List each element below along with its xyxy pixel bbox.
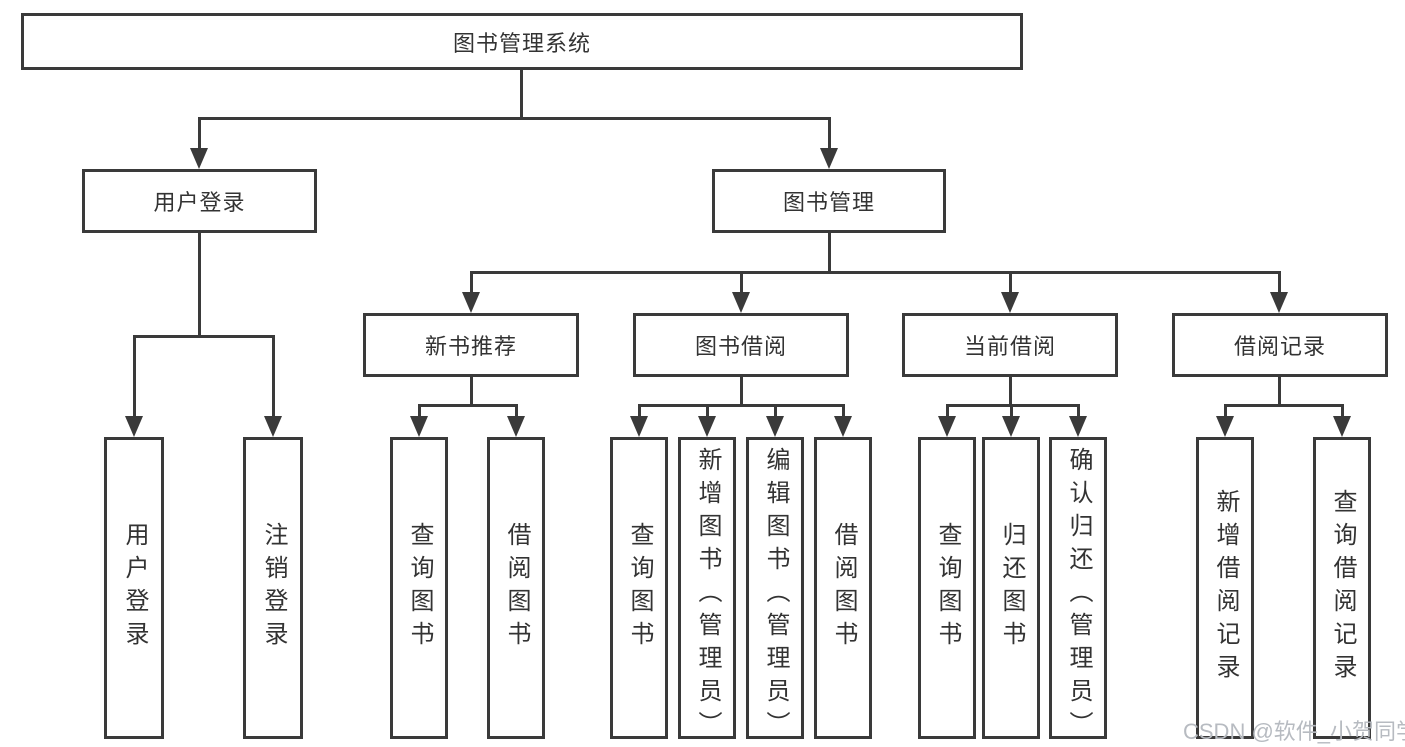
connector-arm-current-borrowing [1009, 273, 1012, 292]
connector-book-management-bar [470, 271, 1281, 274]
node-label: 新增图书（管理员） [694, 447, 721, 744]
connector-arm-borrowing-records [1278, 273, 1281, 292]
arrowhead-nbr-borrow [507, 416, 525, 437]
arrowhead-bb-query [630, 416, 648, 437]
node-label: 归还图书 [998, 522, 1025, 654]
node-leaf-bb-edit-books-admin: 编辑图书（管理员） [746, 437, 804, 744]
arrowhead-bb-borrow [834, 416, 852, 437]
connector-arm-bb-edit [774, 406, 777, 416]
connector-user-login-bar [133, 335, 275, 338]
connector-cb-bar [946, 404, 1080, 407]
arrowhead-bb-add [698, 416, 716, 437]
connector-arm-cb-confirm [1077, 406, 1080, 416]
node-label: 新书推荐 [424, 334, 517, 359]
connector-arm-user-login [198, 119, 201, 148]
node-current-borrowing: 当前借阅 [902, 313, 1118, 377]
connector-bb-stem [740, 377, 743, 406]
connector-book-management-stem [828, 233, 831, 273]
node-leaf-cb-confirm-return-admin: 确认归还（管理员） [1049, 437, 1107, 744]
connector-root-bar [198, 117, 831, 120]
node-label: 查询图书 [934, 522, 961, 654]
node-label: 借阅图书 [503, 522, 530, 654]
node-leaf-cb-query-books: 查询图书 [918, 437, 976, 739]
node-label: 查询借阅记录 [1329, 489, 1356, 687]
connector-arm-book-management [828, 119, 831, 148]
node-label: 确认归还（管理员） [1065, 447, 1092, 744]
arrowhead-bb-edit [766, 416, 784, 437]
node-library-management-system: 图书管理系统 [21, 13, 1023, 70]
connector-arm-book-borrowing [740, 273, 743, 292]
node-leaf-br-query-record: 查询借阅记录 [1313, 437, 1371, 739]
node-label: 注销登录 [260, 522, 287, 654]
node-label: 借阅记录 [1233, 334, 1326, 359]
node-label: 新增借阅记录 [1212, 489, 1239, 687]
arrowhead-cb-return [1002, 416, 1020, 437]
node-label: 查询图书 [406, 522, 433, 654]
node-leaf-nbr-borrow-books: 借阅图书 [487, 437, 545, 739]
csdn-watermark: CSDN @软件_小贺同学 [1183, 719, 1405, 744]
arrowhead-book-management [820, 148, 838, 169]
connector-br-bar [1224, 404, 1344, 407]
connector-user-login-stem [198, 233, 201, 337]
connector-nbr-bar [418, 404, 518, 407]
node-book-borrowing: 图书借阅 [633, 313, 849, 377]
connector-bb-bar [638, 404, 845, 407]
node-label: 查询图书 [626, 522, 653, 654]
connector-nbr-stem [470, 377, 473, 406]
arrowhead-logout [264, 416, 282, 437]
arrowhead-cb-query [938, 416, 956, 437]
node-label: 编辑图书（管理员） [762, 447, 789, 744]
node-new-book-recommend: 新书推荐 [363, 313, 579, 377]
node-leaf-br-add-record: 新增借阅记录 [1196, 437, 1254, 739]
connector-arm-nbr-borrow [515, 406, 518, 416]
node-leaf-nbr-query-books: 查询图书 [390, 437, 448, 739]
connector-arm-user-login-leaf [133, 337, 136, 416]
node-leaf-bb-borrow-books: 借阅图书 [814, 437, 872, 739]
node-label: 图书管理系统 [452, 30, 591, 56]
connector-arm-bb-borrow [842, 406, 845, 416]
arrowhead-nbr-query [410, 416, 428, 437]
connector-arm-cb-return [1010, 406, 1013, 416]
connector-br-stem [1278, 377, 1281, 406]
connector-arm-new-book-recommend [470, 273, 473, 292]
connector-arm-br-query [1341, 406, 1344, 416]
node-label: 图书管理 [782, 190, 875, 215]
arrowhead-new-book-recommend [462, 292, 480, 313]
node-leaf-bb-add-books-admin: 新增图书（管理员） [678, 437, 736, 744]
connector-arm-cb-query [946, 406, 949, 416]
connector-root-stem [520, 70, 523, 119]
node-borrowing-records: 借阅记录 [1172, 313, 1388, 377]
node-label: 当前借阅 [963, 334, 1056, 359]
arrowhead-br-add [1216, 416, 1234, 437]
node-leaf-user-login: 用户登录 [104, 437, 164, 739]
connector-arm-br-add [1224, 406, 1227, 416]
node-label: 用户登录 [153, 190, 246, 215]
node-book-management: 图书管理 [712, 169, 946, 233]
arrowhead-br-query [1333, 416, 1351, 437]
connector-cb-stem [1009, 377, 1012, 406]
arrowhead-user-login-leaf [125, 416, 143, 437]
node-user-login: 用户登录 [82, 169, 317, 233]
arrowhead-cb-confirm [1069, 416, 1087, 437]
connector-arm-bb-add [706, 406, 709, 416]
connector-arm-bb-query [638, 406, 641, 416]
connector-arm-logout [272, 337, 275, 416]
node-label: 借阅图书 [830, 522, 857, 654]
arrowhead-user-login [190, 148, 208, 169]
node-leaf-cb-return-books: 归还图书 [982, 437, 1040, 739]
arrowhead-borrowing-records [1270, 292, 1288, 313]
node-label: 用户登录 [121, 522, 148, 654]
node-label: 图书借阅 [694, 334, 787, 359]
arrowhead-current-borrowing [1001, 292, 1019, 313]
node-leaf-bb-query-books: 查询图书 [610, 437, 668, 739]
arrowhead-book-borrowing [732, 292, 750, 313]
connector-arm-nbr-query [418, 406, 421, 416]
node-leaf-logout: 注销登录 [243, 437, 303, 739]
